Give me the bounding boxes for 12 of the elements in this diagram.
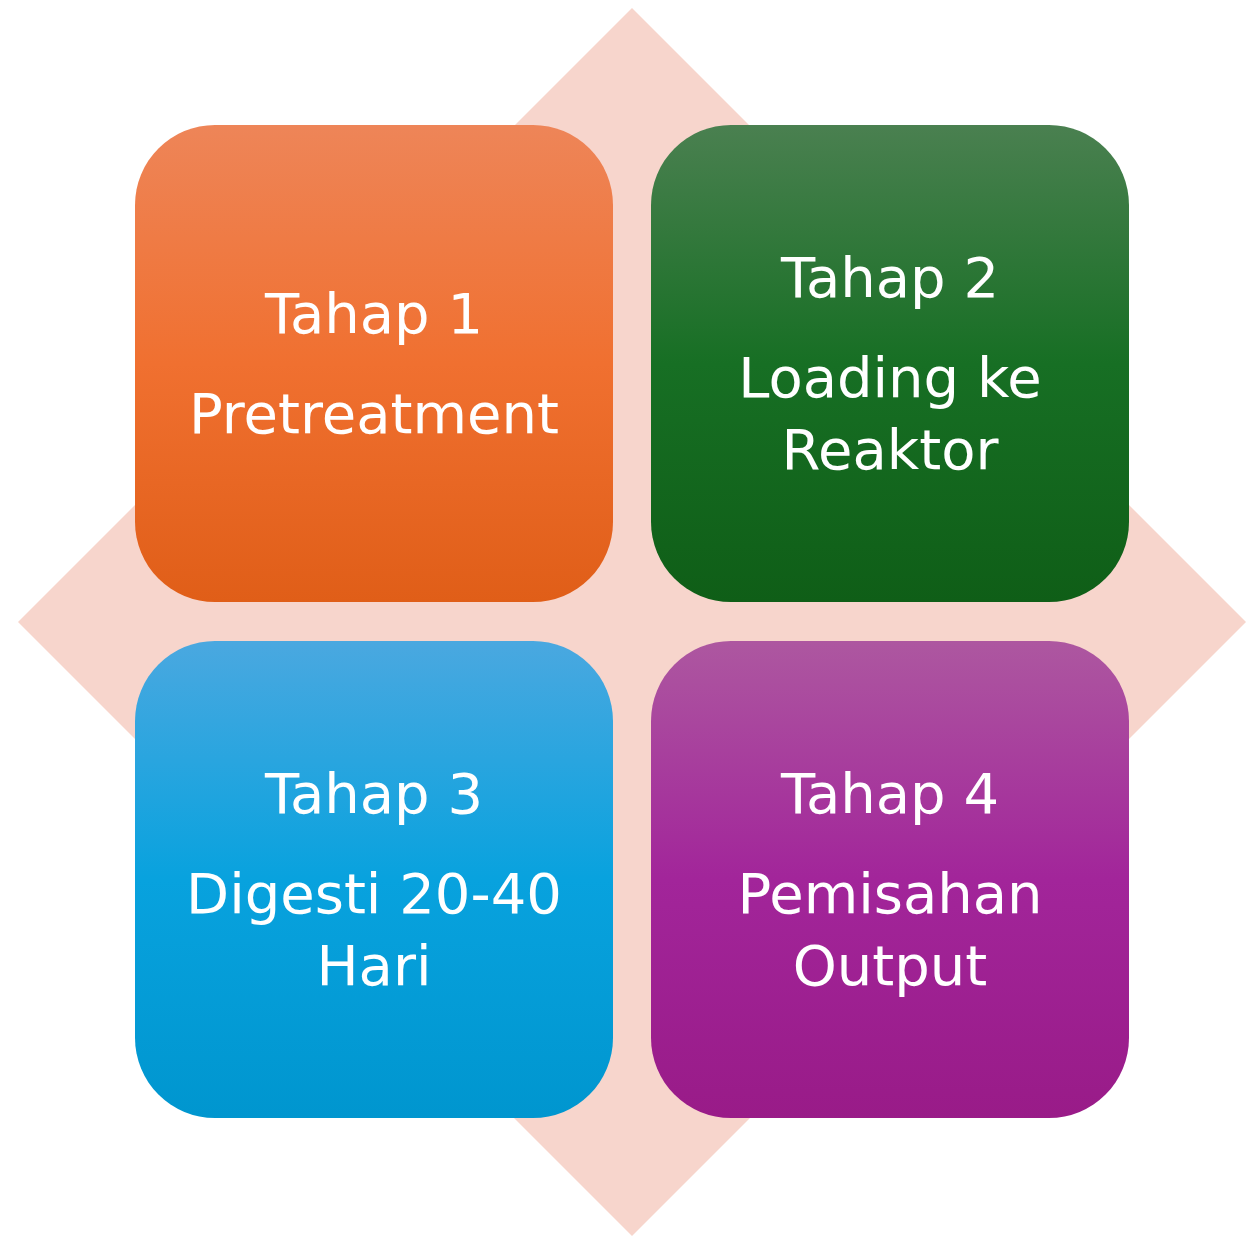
step-box (135, 641, 613, 1118)
step-box (135, 125, 613, 602)
step-heading: Tahap 1 (264, 279, 483, 348)
step-description: Loading ke Reaktor (737, 343, 1043, 484)
step-box (651, 125, 1129, 602)
step-heading: Tahap 4 (780, 759, 999, 828)
step-description: Pemisahan Output (736, 859, 1044, 1000)
step-heading: Tahap 3 (264, 759, 483, 828)
step-description: Pretreatment (189, 379, 559, 448)
step-heading: Tahap 2 (780, 243, 999, 312)
step-box (651, 641, 1129, 1118)
step-description: Digesti 20-40 Hari (185, 859, 563, 1000)
